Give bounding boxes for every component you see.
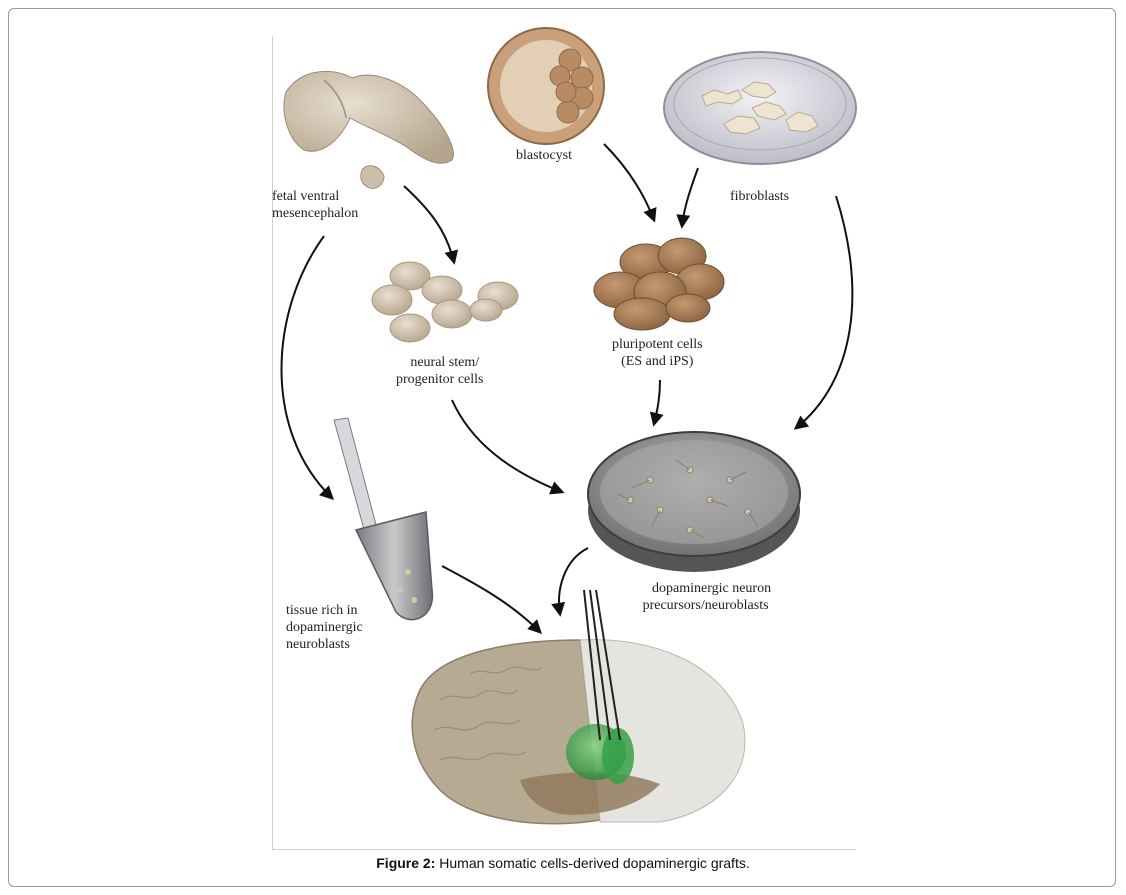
label-pluripotent: pluripotent cells (ES and iPS) <box>612 336 703 370</box>
blastocyst-icon <box>487 27 605 145</box>
neural-stem-cells-icon <box>371 261 519 343</box>
brain-graft-icon <box>411 589 746 825</box>
arrow-fibroblasts-to-pluripotent <box>676 167 699 229</box>
figure-panel <box>272 36 856 850</box>
arrow-pluripotent-to-neurons <box>649 379 664 427</box>
caption-text: Human somatic cells-derived dopaminergic… <box>435 855 750 871</box>
petri-dish-neurons-icon <box>587 431 801 572</box>
label-pluripotent-line2: (ES and iPS) <box>621 354 694 369</box>
arrow-blastocyst-to-pluripotent <box>603 143 657 223</box>
label-tissue-line3: neuroblasts <box>286 637 350 652</box>
pluripotent-cells-icon <box>593 237 725 331</box>
arrows <box>280 143 854 634</box>
label-tissue-line2: dopaminergic <box>286 620 363 635</box>
arrow-fetal-to-neural <box>403 185 459 265</box>
label-pluripotent-line1: pluripotent cells <box>612 337 703 352</box>
figure-caption: Figure 2: Human somatic cells-derived do… <box>0 855 1126 871</box>
label-fetal-ventral: fetal ventral mesencephalon <box>272 188 358 222</box>
label-tissue: tissue rich in dopaminergic neuroblasts <box>286 602 363 653</box>
label-dopaminergic-line1: dopaminergic neuron <box>652 581 772 596</box>
label-tissue-line1: tissue rich in <box>286 603 358 618</box>
petri-dish-fibroblasts-icon <box>663 51 857 165</box>
label-blastocyst: blastocyst <box>516 148 572 163</box>
fetal-brain-icon <box>283 70 454 189</box>
arrow-fibroblasts-to-neurons <box>793 195 854 430</box>
label-neural-stem-line2: progenitor cells <box>396 372 484 387</box>
arrow-tube-to-brain <box>441 565 542 634</box>
arrow-neurons-to-brain <box>551 547 589 617</box>
caption-prefix: Figure 2: <box>376 855 436 871</box>
arrow-fetal-to-tube <box>280 235 335 500</box>
label-dopaminergic-line2: precursors/neuroblasts <box>642 598 769 613</box>
label-neural-stem-line1: neural stem/ <box>410 355 480 370</box>
label-neural-stem: neural stem/ progenitor cells <box>396 354 483 388</box>
label-fetal-ventral-line1: fetal ventral <box>272 189 340 204</box>
label-fibroblasts: fibroblasts <box>730 189 790 204</box>
label-dopaminergic: dopaminergic neuron precursors/neuroblas… <box>643 580 772 614</box>
arrow-neural-to-neurons <box>451 399 565 495</box>
test-tube-icon <box>333 417 434 621</box>
label-fetal-ventral-line2: mesencephalon <box>272 206 359 221</box>
